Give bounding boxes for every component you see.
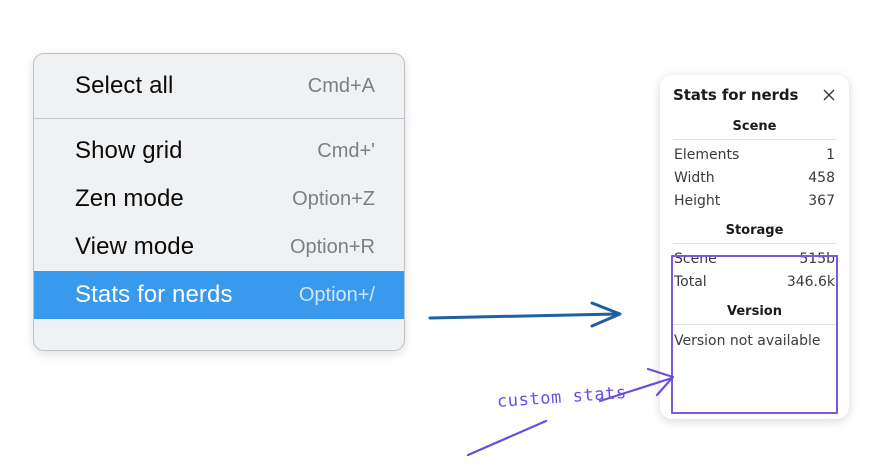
handwritten-annotation-label: custom stats	[496, 382, 628, 412]
blue-arrow-icon	[428, 301, 622, 328]
stats-for-nerds-panel[interactable]: Stats for nerds Scene Elements 1 Width 4…	[660, 75, 849, 419]
menu-item-label: Select all	[75, 72, 174, 99]
menu-item-label: Stats for nerds	[75, 281, 233, 308]
menu-item-shortcut: Cmd+'	[317, 139, 375, 162]
menu-item-label: View mode	[75, 233, 195, 260]
section-heading-version: Version	[727, 304, 782, 319]
stat-label: Width	[674, 170, 715, 186]
stat-label: Height	[674, 193, 721, 209]
stat-row-width: Width 458	[671, 167, 838, 190]
menu-item-shortcut: Cmd+A	[307, 74, 375, 97]
menu-separator	[34, 118, 404, 119]
section-divider	[673, 139, 836, 140]
version-not-available-text: Version not available	[674, 333, 821, 349]
menu-item-shortcut: Option+R	[289, 235, 375, 258]
menu-item-label: Zen mode	[75, 185, 184, 212]
menu-item-shortcut: Option+/	[298, 283, 375, 306]
section-heading-storage: Storage	[725, 223, 784, 238]
section-divider	[673, 243, 836, 244]
menu-item-label: Show grid	[75, 137, 183, 164]
menu-item-shortcut: Option+Z	[292, 187, 375, 210]
stat-label: Scene	[674, 251, 717, 267]
menu-group-1: Select all Cmd+A	[34, 54, 404, 118]
context-menu[interactable]: Select all Cmd+A Show grid Cmd+' Zen mod…	[33, 53, 405, 351]
stat-value: 515b	[799, 251, 835, 267]
panel-title: Stats for nerds	[673, 86, 799, 104]
menu-group-2: Show grid Cmd+' Zen mode Option+Z View m…	[34, 119, 404, 329]
menu-item-view-mode[interactable]: View mode Option+R	[34, 223, 404, 271]
stat-row-scene-storage: Scene 515b	[671, 248, 838, 271]
section-heading-scene: Scene	[732, 119, 777, 134]
stat-row-total-storage: Total 346.6k	[671, 271, 838, 294]
purple-underline-stroke	[466, 419, 548, 457]
stat-value: 367	[808, 193, 835, 209]
stat-label: Elements	[674, 147, 740, 163]
stat-value: 1	[826, 147, 835, 163]
stat-value: 346.6k	[786, 274, 835, 290]
stat-value: 458	[808, 170, 835, 186]
menu-item-show-grid[interactable]: Show grid Cmd+'	[34, 127, 404, 175]
menu-item-select-all[interactable]: Select all Cmd+A	[34, 62, 404, 110]
menu-item-zen-mode[interactable]: Zen mode Option+Z	[34, 175, 404, 223]
menu-item-stats-for-nerds[interactable]: Stats for nerds Option+/	[34, 271, 404, 319]
stat-row-elements: Elements 1	[671, 144, 838, 167]
section-divider	[673, 324, 836, 325]
stat-row-height: Height 367	[671, 190, 838, 213]
close-icon[interactable]	[821, 87, 837, 103]
stat-label: Total	[674, 274, 707, 290]
stats-panel-header: Stats for nerds	[671, 86, 838, 104]
